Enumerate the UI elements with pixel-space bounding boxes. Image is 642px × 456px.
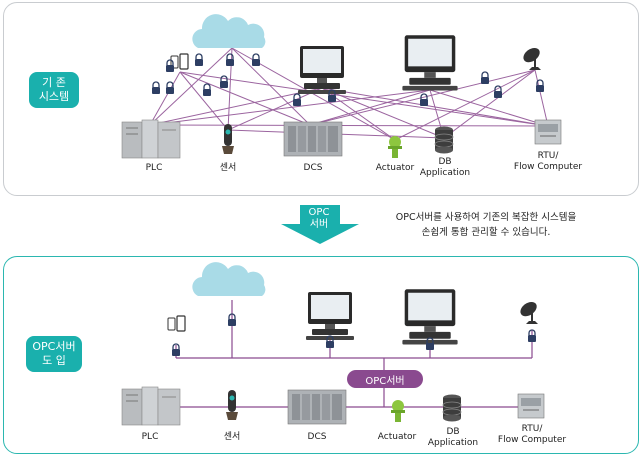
badge-line-1: OPC서버: [32, 340, 76, 353]
hmi-monitor-icon-bottom: [402, 289, 458, 345]
cloud-icon: [192, 14, 266, 49]
actuator-icon: [388, 136, 402, 158]
description-text: OPC서버를 사용하여 기존의 복잡한 시스템을 손쉽게 통합 관리할 수 있습…: [395, 212, 577, 238]
arrow-label: OPC 서버: [308, 207, 330, 230]
workstation-icon: [298, 46, 346, 94]
actuator-icon-bottom: [391, 400, 405, 422]
opc-server-hub: OPC서버: [347, 370, 423, 388]
label-dcs-bottom: DCS: [307, 432, 327, 442]
label-actuator: Actuator: [375, 163, 415, 173]
existing-system-panel: [3, 2, 639, 196]
badge-line-2: 도 입: [42, 354, 66, 367]
down-arrow-icon: [281, 205, 359, 244]
existing-system-badge: 기 존 시스템: [29, 72, 79, 108]
label-db-application: DB Application: [419, 157, 471, 178]
satellite-dish-icon: [519, 44, 544, 71]
label-plc: PLC: [145, 163, 163, 173]
label-plc-bottom: PLC: [141, 432, 159, 442]
rtu-icon: [534, 119, 562, 145]
workstation-icon-bottom: [306, 292, 354, 340]
rtu-icon-bottom: [517, 393, 545, 419]
lock-icons-bottom: [171, 313, 537, 357]
plc-icon-bottom: [121, 386, 181, 426]
label-sensor-bottom: 센서: [223, 432, 241, 442]
label-rtu-bottom: RTU/ Flow Computer: [497, 424, 567, 445]
plc-icon: [121, 119, 181, 159]
label-sensor: 센서: [219, 163, 237, 173]
dcs-icon: [283, 121, 343, 157]
badge-line-2: 시스템: [38, 90, 70, 103]
label-db-application-bottom: DB Application: [427, 427, 479, 448]
sensor-icon-bottom: [226, 390, 238, 420]
label-actuator-bottom: Actuator: [377, 432, 417, 442]
label-dcs: DCS: [303, 163, 323, 173]
mobile-device-icon-bottom: [167, 315, 186, 332]
database-icon-bottom: [442, 394, 462, 422]
hmi-monitor-icon: [402, 35, 458, 91]
label-rtu: RTU/ Flow Computer: [513, 151, 583, 172]
satellite-dish-icon-bottom: [516, 298, 541, 325]
badge-line-1: 기 존: [42, 76, 66, 89]
dcs-icon-bottom: [287, 389, 347, 425]
mesh-connections: [149, 47, 549, 141]
opc-server-adoption-badge: OPC서버 도 입: [26, 336, 82, 372]
cloud-icon-bottom: [192, 262, 266, 296]
database-icon: [434, 126, 454, 154]
